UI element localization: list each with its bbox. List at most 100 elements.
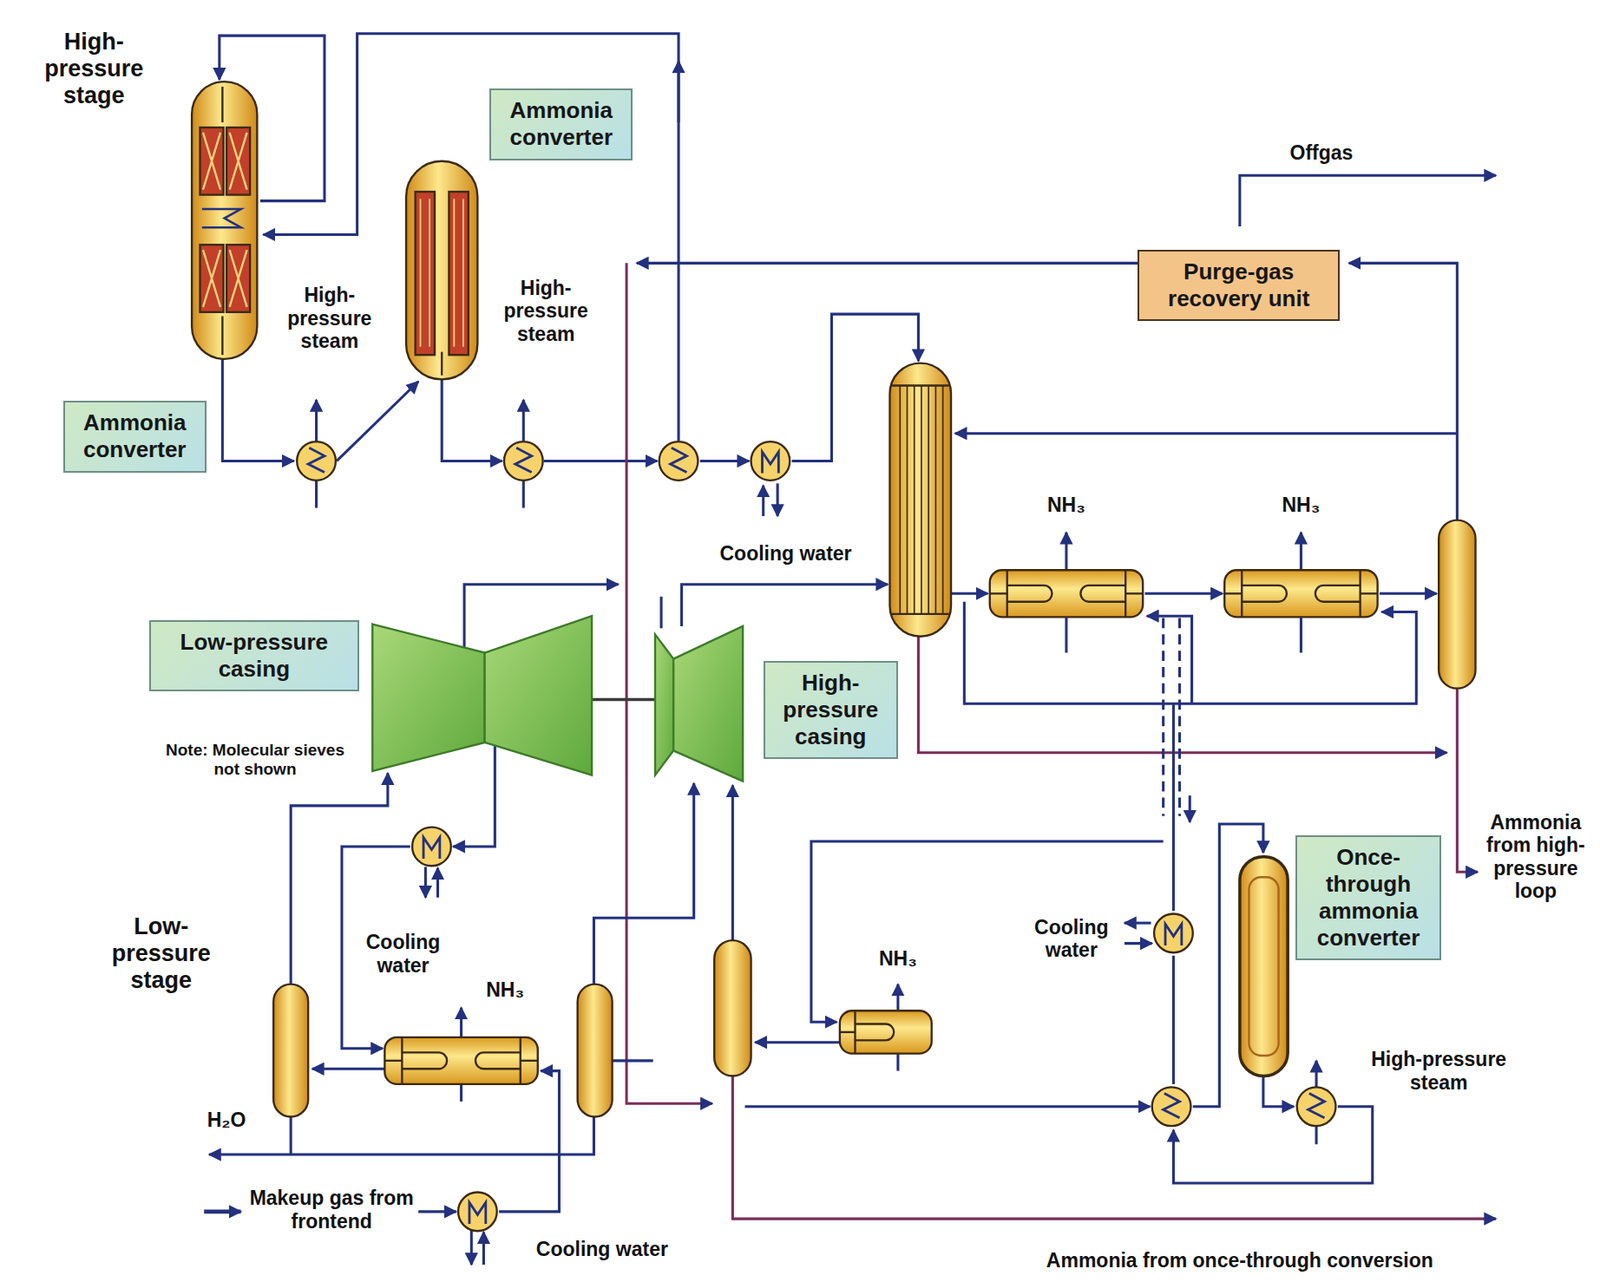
drawing-polygon — [372, 624, 485, 772]
drawing-path — [336, 381, 419, 462]
unit-box: Purge-gas recovery unit — [1137, 249, 1340, 322]
heat-exchangers — [296, 441, 1336, 1232]
drawing-use — [1224, 570, 1378, 617]
drawing-path — [459, 1008, 463, 1039]
drawing-polygon — [673, 626, 743, 782]
drawing-use — [659, 441, 699, 481]
drawing-path — [681, 584, 889, 627]
drawing-path — [459, 1083, 463, 1102]
drawing-path — [544, 459, 658, 463]
drawing-path — [289, 1117, 293, 1156]
node-text: Ammonia converter — [73, 409, 197, 464]
drawing-path — [1456, 688, 1478, 873]
node-text: High-pressure casing — [773, 669, 888, 752]
drawing-use — [296, 441, 336, 481]
flow-label: Makeup gas from frontend — [249, 1186, 414, 1233]
drawing-path — [312, 1068, 385, 1071]
drawing-path — [498, 1071, 559, 1213]
flow-label: NH₃ — [1281, 493, 1320, 517]
drawing-path — [660, 596, 663, 629]
drawing-path — [896, 984, 899, 1012]
drawing-path — [612, 1059, 654, 1063]
drawing-path — [811, 841, 1164, 1023]
drawing-path — [761, 485, 765, 517]
drawing-path — [420, 198, 464, 347]
flow-label: Note: Molecular sieves not shown — [157, 740, 354, 780]
drawing-rect — [191, 81, 257, 360]
drawing-path — [1188, 795, 1192, 823]
flow-label: NH₃ — [878, 947, 918, 971]
drawing-use — [990, 570, 1143, 617]
drawing-path — [1161, 618, 1165, 817]
flow-label: NH₃ — [485, 978, 525, 1002]
flow-label: Ammonia from high-pressure loop — [1483, 811, 1588, 904]
drawing-path — [452, 738, 495, 847]
equipment-tag: High-pressure casing — [763, 661, 899, 761]
node-text: Purge-gas recovery unit — [1147, 258, 1330, 313]
drawing-use — [1297, 1087, 1337, 1127]
equipment-tag: Once-through ammonia converter — [1295, 835, 1442, 962]
drawing-path — [1379, 592, 1437, 596]
ammonia-chillers — [384, 570, 1378, 1085]
drawing-path — [436, 868, 440, 899]
drawing-use — [839, 1010, 932, 1054]
drawing-path — [1124, 942, 1153, 945]
drawing-path — [732, 1075, 1496, 1220]
drawing-path — [700, 459, 749, 463]
flow-label: Ammonia from once-through conversion — [1046, 1249, 1434, 1273]
flow-label: NH₃ — [1047, 493, 1086, 517]
drawing-path — [314, 480, 318, 509]
node-text: Ammonia converter — [499, 97, 623, 151]
drawing-line — [221, 86, 223, 123]
drawing-rect — [1438, 520, 1476, 689]
drawing-path — [314, 400, 318, 442]
drawing-path — [731, 785, 735, 941]
drawing-path — [754, 1041, 840, 1044]
flow-label: Cooling water — [361, 931, 446, 978]
drawing-path — [1172, 703, 1175, 912]
flow-label: Cooling water — [1028, 916, 1115, 963]
drawing-path — [470, 1230, 473, 1266]
drawing-path — [899, 385, 943, 614]
drawing-path — [203, 1210, 241, 1215]
drawing-path — [441, 379, 502, 461]
drawing-path — [1239, 175, 1496, 227]
drawing-use — [458, 1193, 498, 1233]
drawing-path — [1173, 1107, 1372, 1184]
equipment-tag: Ammonia converter — [63, 400, 207, 473]
drawing-path — [636, 262, 1138, 265]
drawing-path — [482, 1232, 486, 1266]
drawing-use — [1154, 914, 1194, 954]
drawing-path — [1144, 592, 1222, 596]
drawing-path — [1299, 532, 1303, 570]
node-text: Once-through ammonia converter — [1305, 844, 1431, 953]
drawing-line — [221, 316, 223, 356]
drawing-path — [1263, 1075, 1294, 1107]
drawing-use — [751, 441, 791, 481]
flow-label: Cooling water — [536, 1238, 669, 1261]
drawing-path — [262, 33, 679, 441]
drawing-use — [412, 827, 452, 867]
flow-label: Cooling water — [720, 542, 853, 565]
drawing-use — [1152, 1087, 1192, 1127]
vessels — [191, 81, 1476, 1117]
drawing-rect — [415, 191, 435, 355]
drawing-path — [896, 1054, 899, 1072]
equipment-tag: Low-pressure casing — [149, 620, 360, 692]
drawing-path — [955, 432, 1458, 435]
drawing-path — [522, 480, 525, 509]
drawing-path — [424, 866, 427, 898]
drawing-rect — [577, 984, 613, 1118]
drawing-rect — [273, 984, 309, 1118]
drawing-rect — [406, 161, 478, 381]
drawing-path — [744, 1105, 1150, 1109]
flow-label: Offgas — [1290, 141, 1354, 164]
drawing-path — [222, 359, 294, 462]
drawing-path — [593, 783, 694, 985]
drawing-rect — [448, 191, 468, 355]
drawing-path — [1178, 618, 1181, 817]
drawing-line — [440, 352, 443, 376]
drawing-path — [1315, 1126, 1319, 1145]
